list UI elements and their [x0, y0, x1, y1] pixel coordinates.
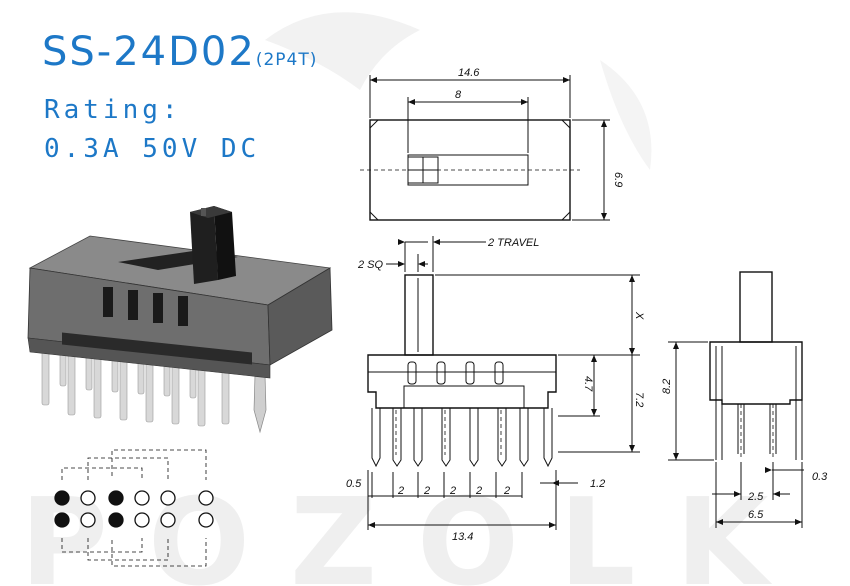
dim-side-width: 6.5	[748, 509, 764, 521]
dim-pitch-label: 2 SQ	[357, 259, 384, 271]
dim-travel: 2 TRAVEL	[487, 237, 539, 249]
dim-actuator-height: X	[633, 311, 645, 320]
contact-filled-dot	[54, 512, 70, 528]
dim-base-width: 13.4	[452, 531, 473, 543]
side-view: 8.2 0.3 2.5 6.5	[661, 271, 828, 528]
contact-filled-dot	[108, 490, 124, 506]
dim-side-height: 8.2	[661, 379, 673, 394]
contact-filled-dot	[108, 512, 124, 528]
dim-row-spacing: 2.5	[747, 491, 764, 503]
dim-slot-width: 8	[455, 89, 462, 101]
contact-open-dot	[80, 490, 96, 506]
dim-pin-width: 0.3	[812, 471, 828, 483]
contact-open-dot	[198, 512, 214, 528]
front-view: 2 SQ 2 TRAVEL X 4.7 7.2 1.2	[346, 236, 645, 543]
contact-open-dot	[134, 512, 150, 528]
rating-value: 0.3A 50V DC	[44, 134, 261, 164]
rating-label: Rating:	[44, 95, 182, 125]
dim-pitch-4: 2	[475, 485, 482, 497]
dim-pitch-3: 2	[449, 485, 456, 497]
product-model: SS-24D02	[42, 29, 256, 75]
dim-top-height: 6.9	[612, 172, 624, 187]
switch-illustration	[27, 206, 333, 434]
contact-open-dot	[80, 512, 96, 528]
dim-total-height: 7.2	[633, 392, 645, 407]
product-subtitle: (2P4T)	[255, 50, 318, 70]
contact-open-dot	[134, 490, 150, 506]
dim-top-width: 14.6	[458, 67, 480, 79]
product-title: SS-24D02(2P4T)	[42, 30, 317, 82]
dim-body-height: 4.7	[582, 376, 594, 392]
dim-pitch-2: 2	[423, 485, 430, 497]
dim-pin-offset: 0.5	[346, 478, 362, 490]
dim-pitch-1: 2	[397, 485, 404, 497]
circuit-diagram	[54, 449, 214, 567]
contact-open-dot	[160, 512, 176, 528]
circuit-row-2	[54, 512, 214, 528]
contact-open-dot	[160, 490, 176, 506]
dim-pitch-5: 2	[503, 485, 510, 497]
circuit-row-1	[54, 490, 214, 506]
top-view: 14.6 8 6.9	[360, 67, 624, 221]
contact-filled-dot	[54, 490, 70, 506]
contact-open-dot	[198, 490, 214, 506]
dim-pin-thickness: 1.2	[590, 478, 605, 490]
